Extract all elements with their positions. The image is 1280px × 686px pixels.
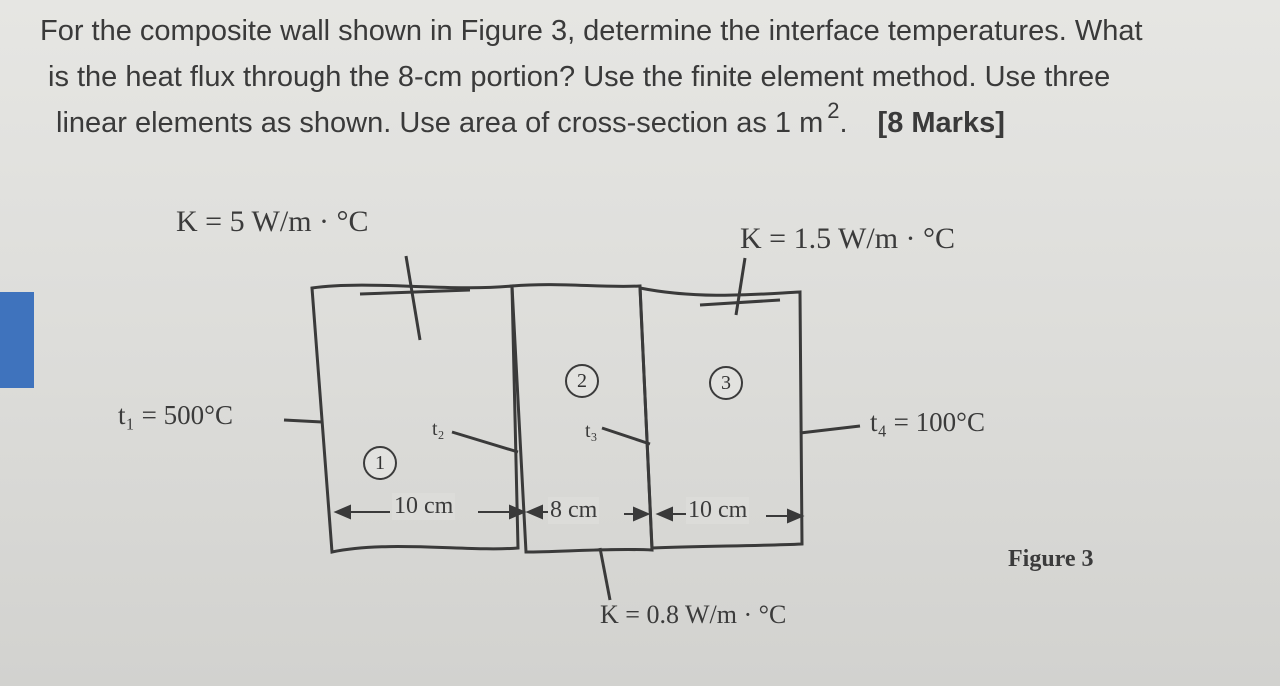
k2-conductivity-label: K = 0.8 W/m · °C bbox=[600, 600, 787, 629]
t1-temperature-label: t₁ = 500°C bbox=[118, 400, 233, 430]
t3-leader bbox=[601, 426, 651, 446]
question-text: For the composite wall shown in Figure 3… bbox=[40, 8, 1260, 148]
wall-section-1 bbox=[310, 283, 520, 554]
element-3-marker: 3 bbox=[709, 366, 743, 400]
figure-caption: Figure 3 bbox=[1008, 546, 1094, 572]
wall-section-3 bbox=[638, 286, 804, 550]
dimension-wall-3: 10 cm bbox=[686, 497, 750, 524]
t4-temperature-label: t₄ = 100°C bbox=[870, 407, 985, 437]
k3-conductivity-label: K = 1.5 W/m · °C bbox=[740, 222, 956, 255]
marks-label: [8 Marks] bbox=[877, 107, 1005, 139]
dimension-wall-2: 8 cm bbox=[548, 497, 600, 524]
k1-tick bbox=[359, 288, 471, 296]
k2-leader bbox=[598, 547, 612, 601]
question-line-3: linear elements as shown. Use area of cr… bbox=[40, 98, 1260, 148]
sidebar-accent-strip bbox=[0, 292, 34, 388]
element-1-marker: 1 bbox=[363, 446, 397, 480]
k1-leader bbox=[404, 255, 422, 341]
question-line-1: For the composite wall shown in Figure 3… bbox=[40, 15, 1143, 47]
t2-leader bbox=[451, 430, 519, 454]
question-line-3-text: linear elements as shown. Use area of cr… bbox=[56, 107, 824, 139]
t2-node-label: t₂ bbox=[432, 418, 445, 440]
period: . bbox=[839, 107, 848, 139]
t3-node-label: t₃ bbox=[585, 420, 598, 442]
area-exponent: 2 bbox=[827, 98, 840, 123]
k1-conductivity-label: K = 5 W/m · °C bbox=[176, 205, 369, 238]
k3-tick bbox=[699, 298, 781, 307]
k3-leader bbox=[734, 257, 747, 316]
element-2-marker: 2 bbox=[565, 364, 599, 398]
t4-leader bbox=[799, 424, 861, 435]
dimension-wall-1: 10 cm bbox=[392, 493, 456, 520]
t1-leader bbox=[283, 418, 323, 424]
question-line-2: is the heat flux through the 8-cm portio… bbox=[48, 61, 1111, 93]
wall-section-2 bbox=[510, 283, 654, 554]
